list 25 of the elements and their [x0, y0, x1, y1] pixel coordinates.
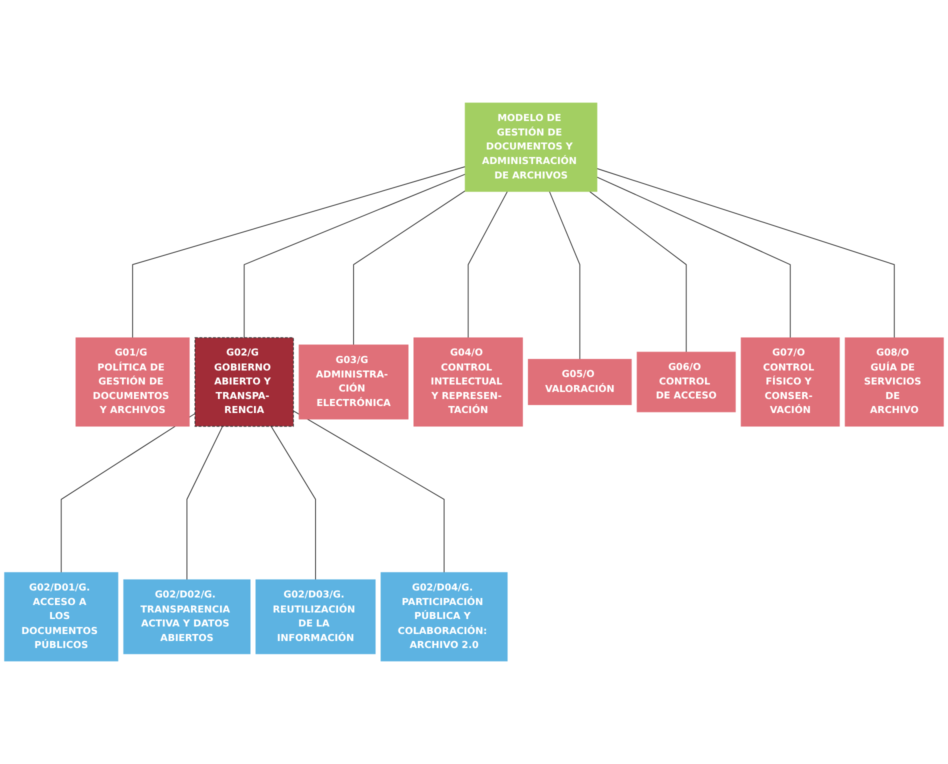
node-box: G04/O CONTROL INTELECTUAL Y REPRESEN- TACIÓN	[414, 337, 523, 427]
connector	[353, 190, 466, 346]
connector	[244, 174, 466, 338]
node-box: G02/D03/G. REUTILIZACIÓN DE LA INFORMACIÓN	[256, 579, 376, 654]
connector	[589, 191, 687, 352]
node-box: G08/O GUÍA DE SERVICIOS DE ARCHIVO	[844, 337, 944, 427]
node-box: G03/G ADMINISTRA- CIÓN ELECTRÓNICA	[298, 344, 408, 420]
node-box: G02/G GOBIERNO ABIERTO Y TRANSPA- RENCIA	[194, 337, 294, 427]
node-box: G06/O CONTROL DE ACCESO	[636, 352, 736, 412]
connector	[596, 168, 895, 338]
node-box: G05/O VALORACIÓN	[528, 358, 632, 406]
connector	[132, 166, 466, 338]
node-box: MODELO DE GESTIÓN DE DOCUMENTOS Y ADMINISTRACIÓN DE ARCHIVOS	[464, 102, 598, 192]
node-box: G07/O CONTROL FÍSICO Y CONSER- VACIÓN	[740, 337, 840, 427]
connector	[270, 426, 316, 580]
connector	[468, 191, 508, 338]
node-box: G02/D01/G. ACCESO A LOS DOCUMENTOS PÚBLICOS	[4, 572, 118, 662]
node-box: G02/D02/G. TRANSPARENCIA ACTIVA Y DATOS ABIERTOS	[123, 579, 250, 654]
connector	[186, 426, 223, 580]
connector	[292, 410, 445, 573]
connector	[549, 191, 580, 360]
node-box: G01/G POLÍTICA DE GESTIÓN DE DOCUMENTOS Y ARCHIVOS	[76, 337, 190, 427]
connector	[596, 176, 791, 338]
connector	[60, 413, 196, 573]
node-box: G02/D04/G. PARTICIPACIÓN PÚBLICA Y COLABORACIÓN: ARCHIVO 2.0	[380, 572, 508, 662]
